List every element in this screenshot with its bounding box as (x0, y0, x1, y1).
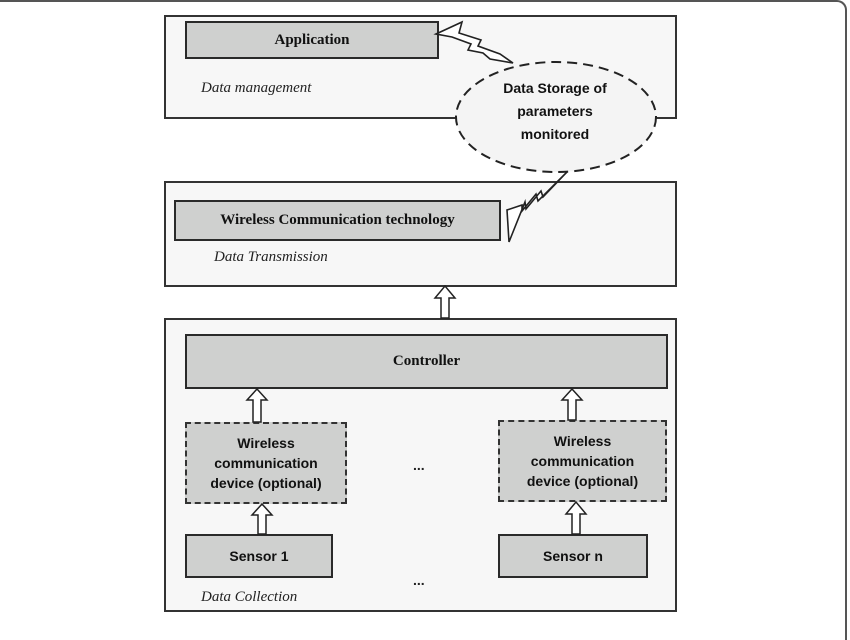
sensor-1-label: Sensor 1 (229, 548, 289, 564)
data-storage-ellipse (455, 61, 657, 173)
arrow-up-icon (560, 387, 584, 421)
wireless-device-n-line-2: communication (530, 453, 635, 469)
controller-box: Controller (185, 334, 668, 389)
application-box: Application (185, 21, 439, 59)
arrow-up-icon (245, 387, 269, 423)
lightning-bolt-icon (506, 171, 568, 243)
wireless-device-1-line-1: Wireless (237, 435, 295, 451)
sensor-1-box: Sensor 1 (185, 534, 333, 578)
wireless-device-ellipsis: ... (413, 457, 425, 473)
application-label: Application (274, 31, 350, 48)
arrow-up-icon (250, 502, 274, 535)
wireless-device-box-n: Wireless communication device (optional) (498, 420, 667, 502)
data-collection-label: Data Collection (201, 589, 298, 605)
wireless-device-box-1: Wireless communication device (optional) (185, 422, 347, 504)
data-storage-line-3: monitored (520, 126, 590, 142)
wireless-device-1-line-3: device (optional) (210, 475, 322, 491)
wireless-communication-technology-label: Wireless Communication technology (220, 212, 455, 228)
sensor-ellipsis: ... (413, 572, 425, 588)
wireless-device-n-line-3: device (optional) (526, 473, 639, 489)
lightning-bolt-icon (433, 20, 514, 64)
diagram-connectors (245, 20, 657, 535)
wireless-device-1-line-2: communication (214, 455, 318, 471)
sensor-n-box: Sensor n (498, 534, 648, 578)
data-storage-label: Data Storage of parameters monitored (470, 77, 640, 146)
controller-label: Controller (392, 353, 461, 369)
data-storage-line-1: Data Storage of (503, 80, 607, 96)
arrow-up-icon (564, 500, 588, 535)
arrow-up-icon (433, 284, 457, 319)
wireless-communication-technology-box: Wireless Communication technology (174, 200, 501, 241)
data-storage-line-2: parameters (517, 103, 593, 119)
data-transmission-label: Data Transmission (214, 249, 328, 265)
data-management-label: Data management (201, 80, 312, 96)
wireless-device-n-line-1: Wireless (553, 433, 612, 449)
sensor-n-label: Sensor n (543, 548, 603, 564)
